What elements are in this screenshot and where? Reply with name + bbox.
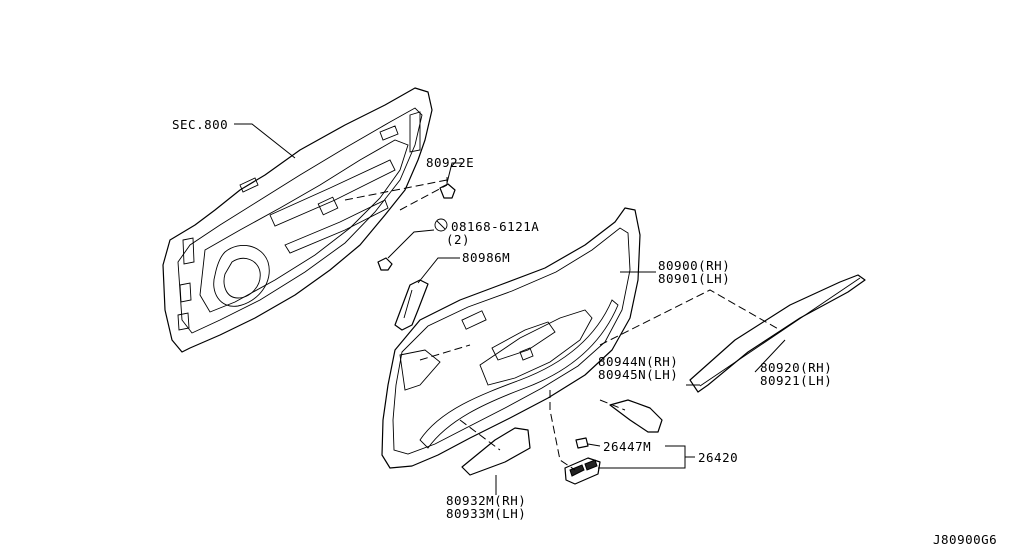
reference-lines [344, 179, 781, 471]
label-80922e: 80922E [426, 155, 474, 170]
diagram-code: J80900G6 [933, 532, 997, 547]
label-26420: 26420 [698, 450, 738, 465]
door-inner-panel [162, 87, 433, 353]
door-trim-panel [381, 207, 641, 469]
label-80986m: 80986M [462, 250, 510, 265]
moulding-80920 [689, 274, 866, 393]
pad-80932m [461, 427, 531, 476]
label-80920-rh: 80920(RH) [760, 360, 832, 375]
pad-80944n [609, 399, 663, 433]
label-80933m-lh: 80933M(LH) [446, 506, 526, 521]
label-80945n-lh: 80945N(LH) [598, 367, 678, 382]
label-26447m: 26447M [603, 439, 651, 454]
label-80901-lh: 80901(LH) [658, 271, 730, 286]
label-sec-800: SEC.800 [172, 117, 228, 132]
bracket-80986m [394, 279, 429, 331]
label-80921-lh: 80921(LH) [760, 373, 832, 388]
label-80900-rh: 80900(RH) [658, 258, 730, 273]
label-08168-6121a: 08168-6121A [451, 219, 539, 234]
leader-lines [234, 123, 786, 495]
screw-08168-6121a [377, 218, 448, 271]
label-80932m-rh: 80932M(RH) [446, 493, 526, 508]
switch-26420 [564, 437, 601, 485]
label-80944n-rh: 80944N(RH) [598, 354, 678, 369]
label-08168-qty: (2) [446, 232, 470, 247]
